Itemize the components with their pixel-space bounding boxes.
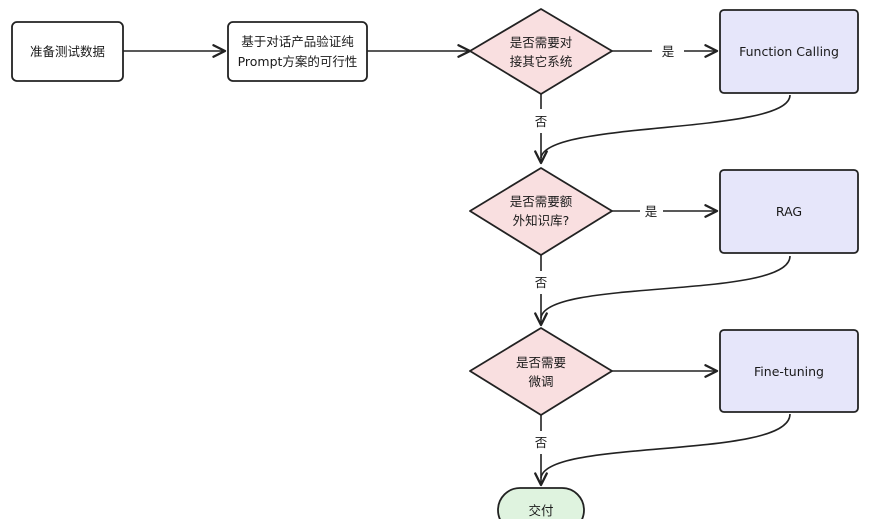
node-rag: RAG — [719, 169, 859, 254]
node-rag-label: RAG — [776, 204, 802, 219]
node-decision-system: 是否需要对 接其它系统 — [469, 8, 613, 95]
edge-rag-merge — [540, 255, 791, 319]
node-decision-knowledge-line-1: 是否需要额 — [510, 194, 573, 209]
edge-label-yes-knowledge: 是 — [645, 204, 658, 219]
edge-label-no-knowledge: 否 — [535, 275, 548, 290]
node-decision-system-line-1: 是否需要对 — [510, 35, 573, 50]
node-function-calling-label: Function Calling — [739, 44, 839, 59]
edge-label-no-system: 否 — [535, 114, 548, 129]
node-deliver-label: 交付 — [528, 503, 553, 518]
node-fine-tuning: Fine-tuning — [719, 329, 859, 413]
node-validate-prompt-line-1: 基于对话产品验证纯 — [241, 34, 354, 49]
node-deliver: 交付 — [497, 487, 585, 519]
edges — [123, 44, 791, 487]
node-validate-prompt: 基于对话产品验证纯 Prompt方案的可行性 — [227, 21, 368, 82]
node-fine-tuning-label: Fine-tuning — [754, 364, 824, 379]
node-decision-knowledge-line-2: 外知识库? — [513, 213, 570, 228]
node-decision-finetune: 是否需要 微调 — [469, 327, 613, 416]
node-decision-finetune-line-1: 是否需要 — [516, 355, 566, 370]
edge-label-yes-system: 是 — [662, 44, 675, 59]
node-function-calling: Function Calling — [719, 9, 859, 94]
edge-function-calling-merge — [540, 94, 791, 159]
edge-label-no-finetune: 否 — [535, 435, 548, 450]
node-prepare-data-label: 准备测试数据 — [30, 44, 105, 59]
node-decision-system-line-2: 接其它系统 — [510, 54, 573, 69]
node-prepare-data: 准备测试数据 — [11, 21, 124, 82]
edge-finetuning-merge — [540, 413, 791, 479]
node-decision-finetune-line-2: 微调 — [528, 374, 553, 389]
node-decision-knowledge: 是否需要额 外知识库? — [469, 167, 613, 256]
node-validate-prompt-line-2: Prompt方案的可行性 — [238, 54, 358, 69]
